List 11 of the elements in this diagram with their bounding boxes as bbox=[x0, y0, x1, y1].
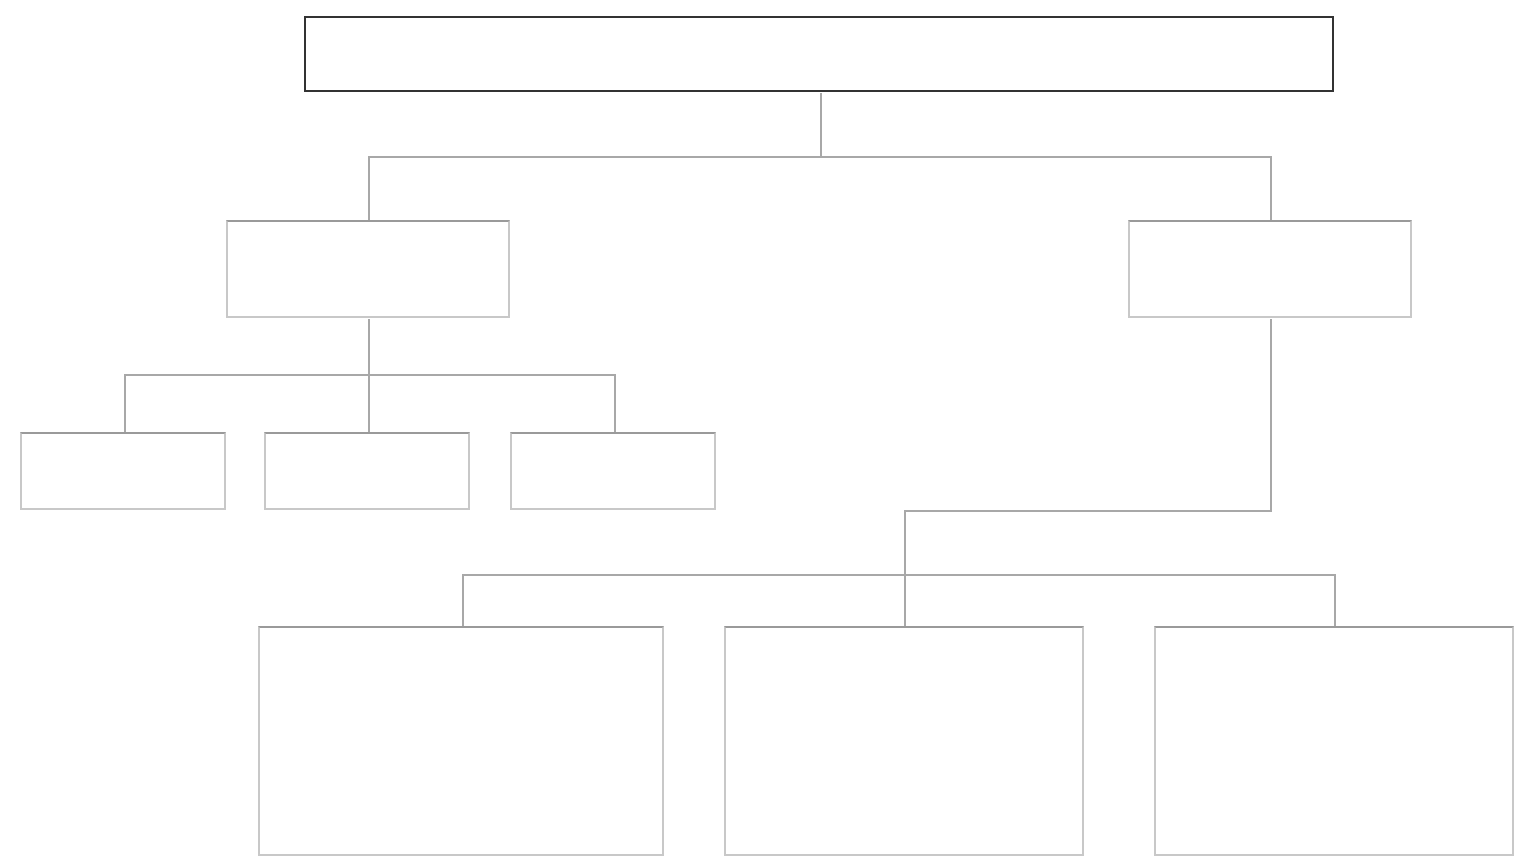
org-chart-box bbox=[264, 432, 470, 510]
org-chart-box bbox=[724, 626, 1084, 856]
connector-line bbox=[368, 318, 616, 434]
org-chart-box bbox=[20, 432, 226, 510]
org-chart-box bbox=[510, 432, 716, 510]
org-chart-box bbox=[304, 16, 1334, 92]
org-chart-box bbox=[258, 626, 664, 856]
org-chart-box bbox=[226, 220, 510, 318]
org-chart-box bbox=[1154, 626, 1514, 856]
org-chart-box bbox=[1128, 220, 1412, 318]
connector-line bbox=[820, 92, 1272, 222]
